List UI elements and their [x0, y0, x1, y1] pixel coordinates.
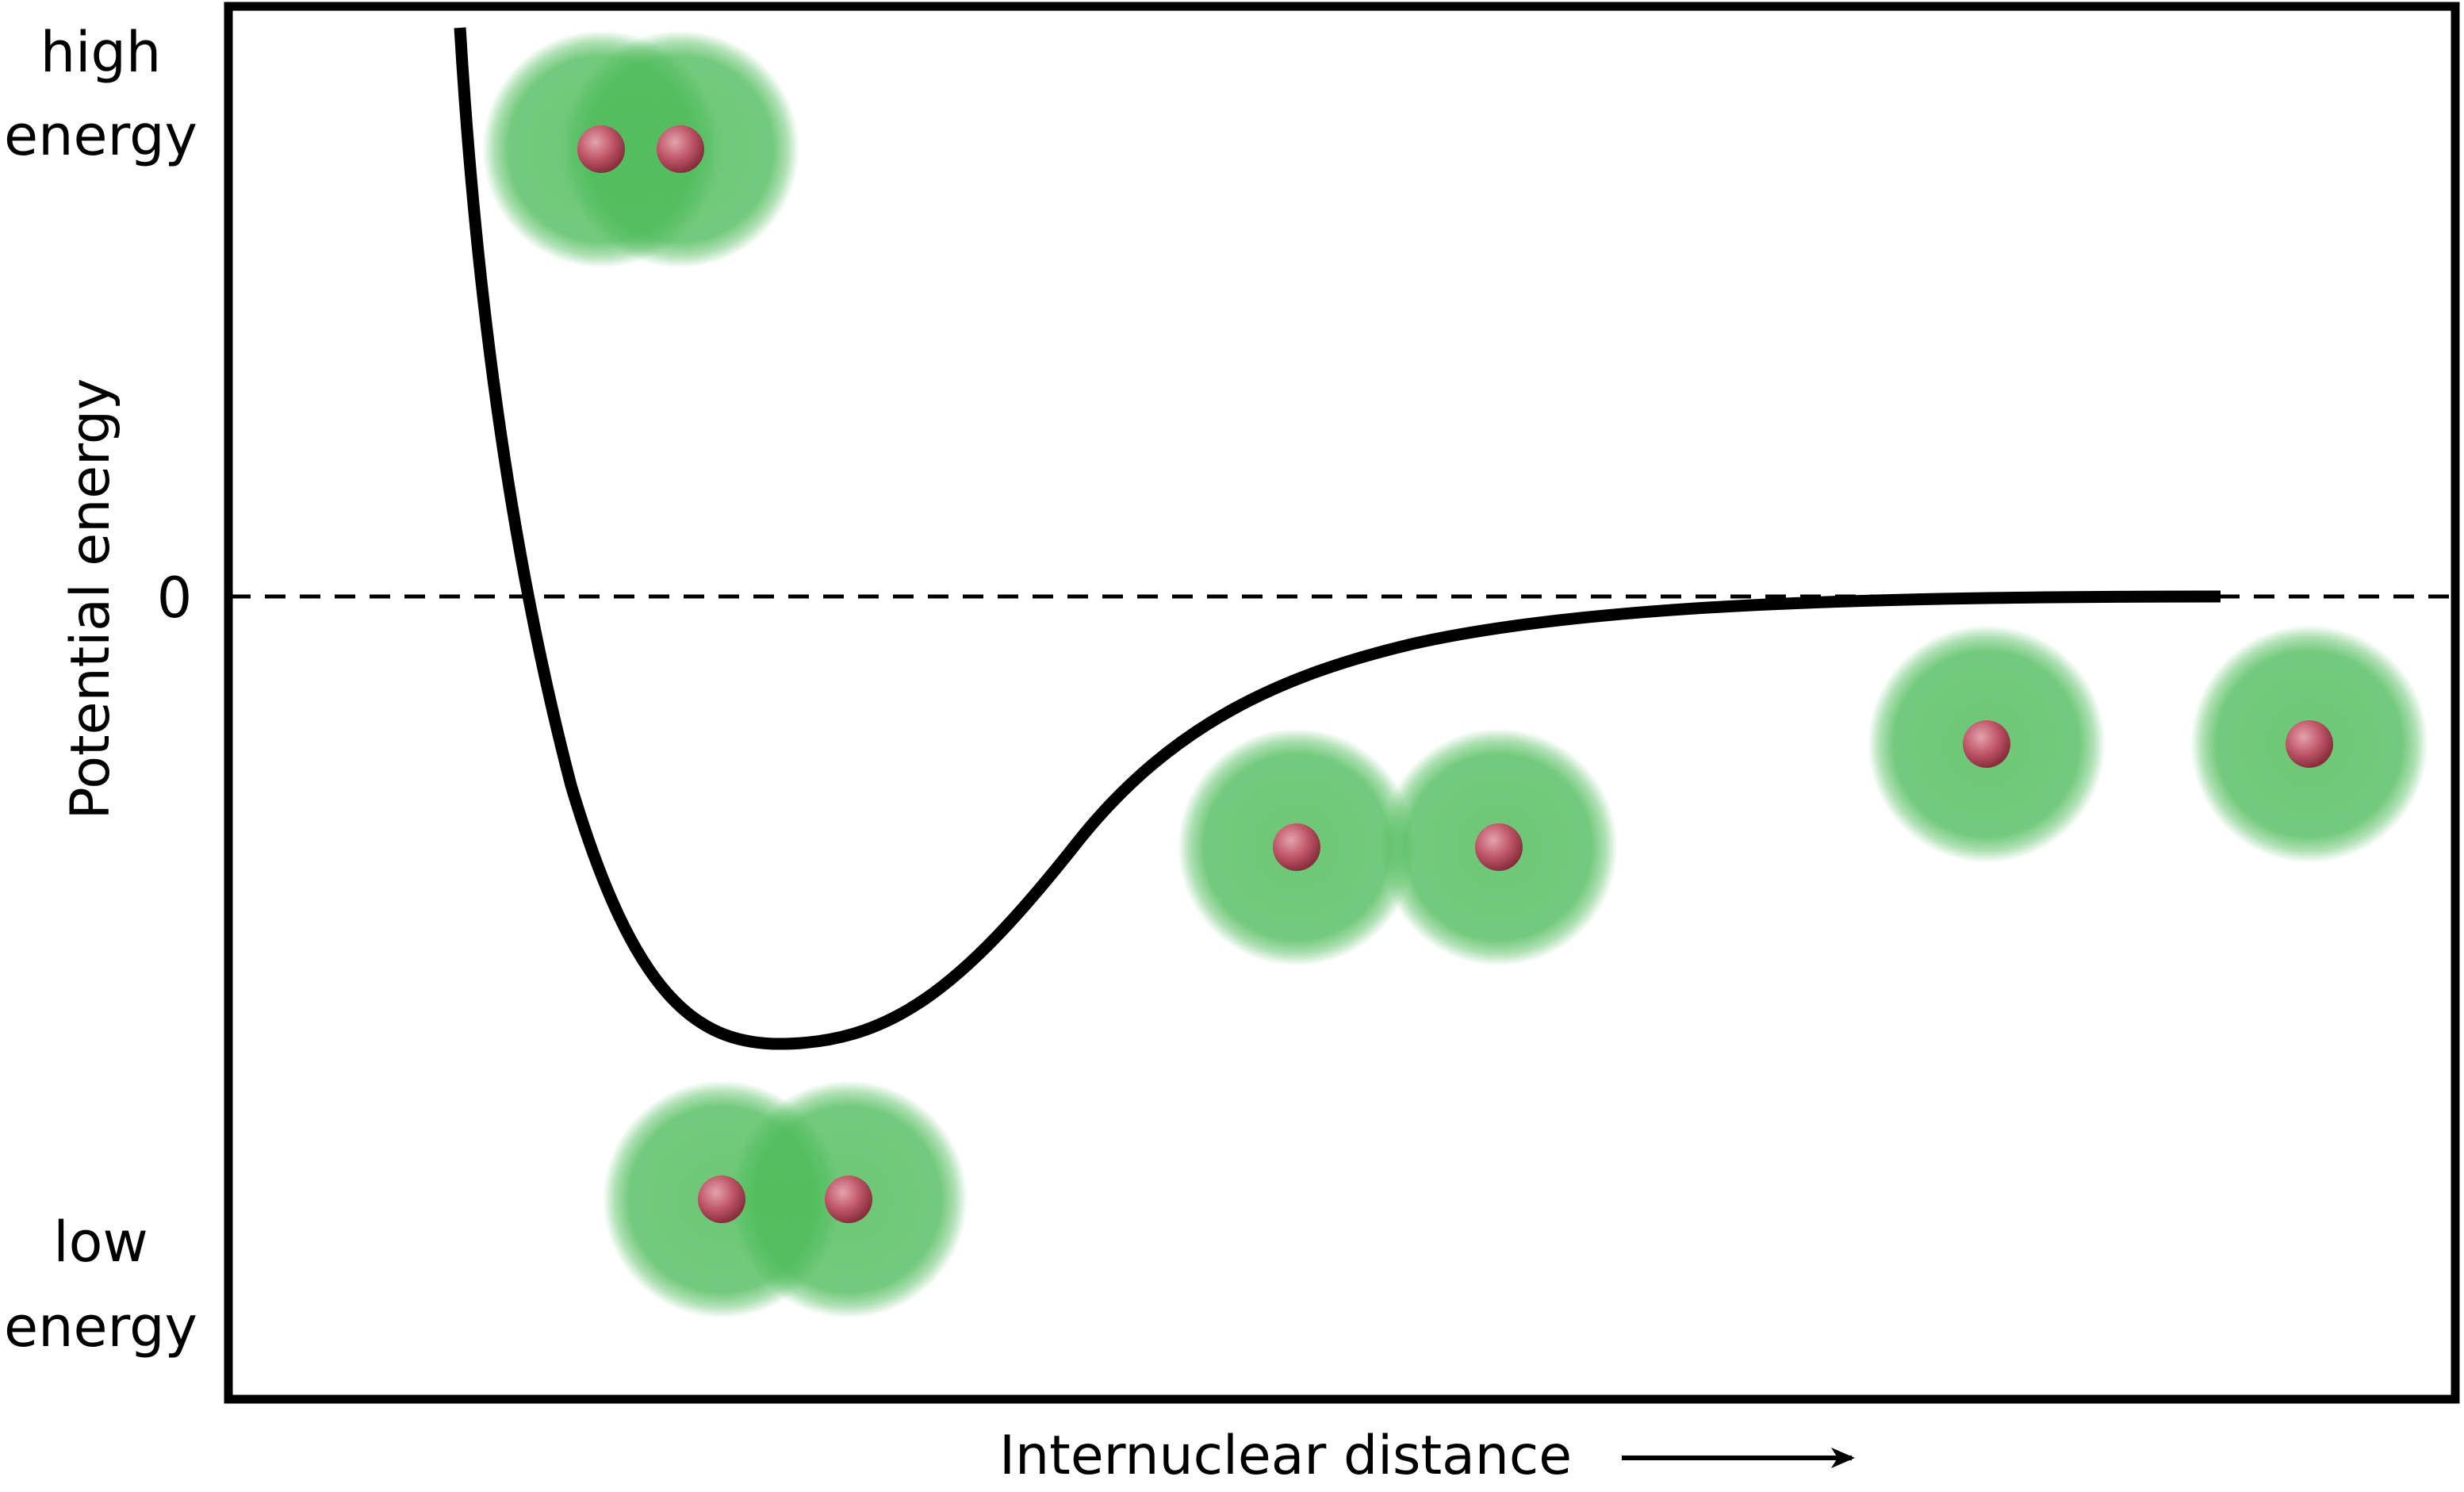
atom-pair-low-energy	[603, 1080, 968, 1318]
zero-label: 0	[157, 566, 193, 631]
x-axis-title: Internuclear distance	[999, 1425, 1572, 1487]
low-energy-label-line2: energy	[4, 1294, 197, 1360]
potential-energy-curve	[454, 27, 2221, 1050]
nucleus	[2286, 720, 2333, 768]
atom-pair-high-energy	[482, 30, 799, 268]
nucleus	[1273, 823, 1320, 871]
nucleus	[657, 125, 704, 173]
plot-frame	[224, 2, 2460, 1404]
high-energy-label-line1: high	[40, 20, 162, 85]
nucleus	[577, 125, 625, 173]
nucleus	[698, 1176, 745, 1223]
high-energy-label-line2: energy	[4, 103, 197, 168]
atom-pair-touching	[1178, 728, 1618, 966]
nucleus	[825, 1176, 872, 1223]
nucleus	[1963, 720, 2010, 768]
nucleus	[1475, 823, 1523, 871]
y-axis-title: Potential energy	[59, 378, 122, 819]
atom-pair-separated	[1868, 625, 2428, 863]
low-energy-label-line1: low	[53, 1210, 148, 1275]
